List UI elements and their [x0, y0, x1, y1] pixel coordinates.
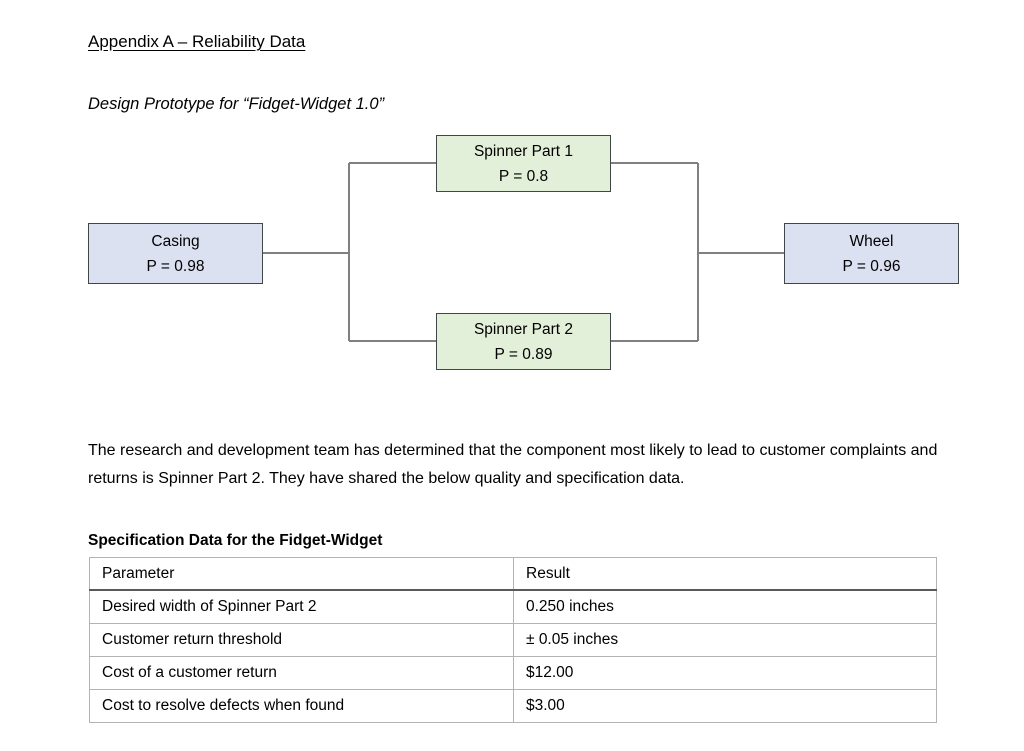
cell-parameter: Desired width of Spinner Part 2 — [89, 589, 514, 624]
diagram-node-spinner-part-1[interactable]: Spinner Part 1 P = 0.8 — [436, 135, 611, 192]
diagram-node-wheel[interactable]: Wheel P = 0.96 — [784, 223, 959, 284]
cell-result: ± 0.05 inches — [513, 623, 937, 657]
table-header-row: Parameter Result — [89, 557, 937, 591]
table-row: Desired width of Spinner Part 2 0.250 in… — [89, 589, 937, 624]
table-body: Desired width of Spinner Part 2 0.250 in… — [89, 589, 937, 723]
column-header-result: Result — [513, 557, 937, 591]
diagram-node-casing[interactable]: Casing P = 0.98 — [88, 223, 263, 284]
spec-table-title: Specification Data for the Fidget-Widget — [88, 532, 383, 549]
cell-parameter: Customer return threshold — [89, 623, 514, 657]
specification-data-table: Parameter Result Desired width of Spinne… — [89, 557, 937, 723]
node-spinner-2-probability: P = 0.89 — [494, 345, 553, 363]
column-header-parameter: Parameter — [89, 557, 514, 591]
node-wheel-probability: P = 0.96 — [842, 257, 901, 275]
cell-result: $12.00 — [513, 656, 937, 690]
table-row: Cost of a customer return $12.00 — [89, 656, 937, 690]
cell-parameter: Cost to resolve defects when found — [89, 689, 514, 723]
cell-result: $3.00 — [513, 689, 937, 723]
node-spinner-1-probability: P = 0.8 — [498, 167, 549, 185]
table-row: Cost to resolve defects when found $3.00 — [89, 689, 937, 723]
cell-result: 0.250 inches — [513, 589, 937, 624]
node-wheel-label: Wheel — [849, 232, 894, 250]
node-spinner-1-label: Spinner Part 1 — [473, 142, 574, 160]
node-casing-label: Casing — [151, 232, 200, 250]
table-row: Customer return threshold ± 0.05 inches — [89, 623, 937, 657]
cell-parameter: Cost of a customer return — [89, 656, 514, 690]
reliability-block-diagram: Casing P = 0.98 Spinner Part 1 P = 0.8 S… — [88, 135, 959, 370]
diagram-connectors — [263, 162, 784, 342]
prototype-caption: Design Prototype for “Fidget-Widget 1.0” — [88, 95, 385, 113]
diagram-node-spinner-part-2[interactable]: Spinner Part 2 P = 0.89 — [436, 313, 611, 370]
analysis-paragraph: The research and development team has de… — [88, 442, 938, 487]
node-casing-probability: P = 0.98 — [146, 257, 205, 275]
page-title: Appendix A – Reliability Data — [88, 32, 306, 51]
node-spinner-2-label: Spinner Part 2 — [473, 320, 574, 338]
